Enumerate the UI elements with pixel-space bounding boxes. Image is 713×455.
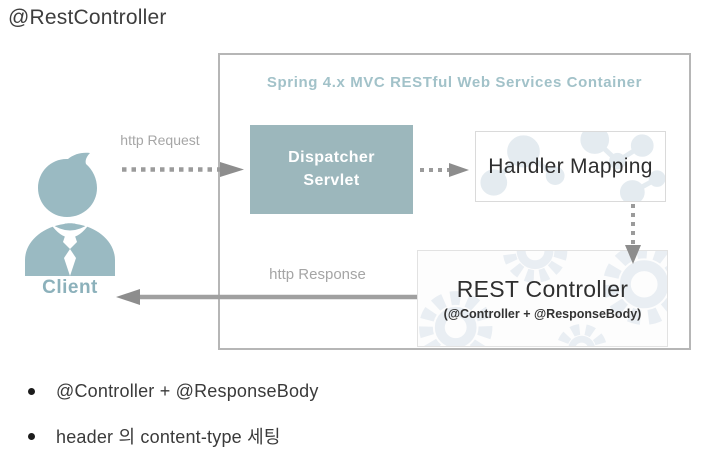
http-response-arrow-icon	[116, 289, 417, 305]
rest-controller-title: REST Controller	[456, 276, 629, 302]
http-request-label: http Request	[120, 132, 200, 148]
bullet-item-controller-responsebody: @Controller + @ResponseBody	[28, 381, 319, 402]
dispatcher-label-line2: Servlet	[303, 171, 360, 189]
gear-pattern	[419, 251, 667, 346]
bullet-text: header 의 content-type 세팅	[56, 427, 281, 447]
dispatcher-servlet-node: Dispatcher Servlet	[250, 125, 413, 214]
http-response-label: http Response	[269, 266, 366, 283]
dispatcher-to-handler-arrow-icon	[420, 163, 469, 177]
bullet-dot-icon	[28, 432, 35, 440]
http-request-arrow-icon	[122, 162, 244, 177]
container-title: Spring 4.x MVC RESTful Web Services Cont…	[266, 74, 643, 91]
handler-to-rest-arrow-icon	[625, 204, 641, 264]
molecule-pattern	[480, 132, 665, 201]
rest-controller-subtitle: (@Controller + @ResponseBody)	[443, 307, 642, 321]
bullet-dot-icon	[28, 388, 35, 395]
client-label: Client	[42, 277, 98, 298]
handler-mapping-node: Handler Mapping	[475, 131, 666, 202]
bullet-item-header-content-type: header 의 content-type 세팅	[28, 423, 281, 449]
bullet-text: @Controller + @ResponseBody	[56, 381, 319, 401]
page-title: @RestController	[8, 6, 167, 29]
client-person-icon	[25, 152, 115, 276]
handler-mapping-label: Handler Mapping	[488, 154, 653, 178]
rest-controller-node: REST Controller (@Controller + @Response…	[417, 250, 668, 347]
dispatcher-label-line1: Dispatcher	[288, 149, 375, 167]
